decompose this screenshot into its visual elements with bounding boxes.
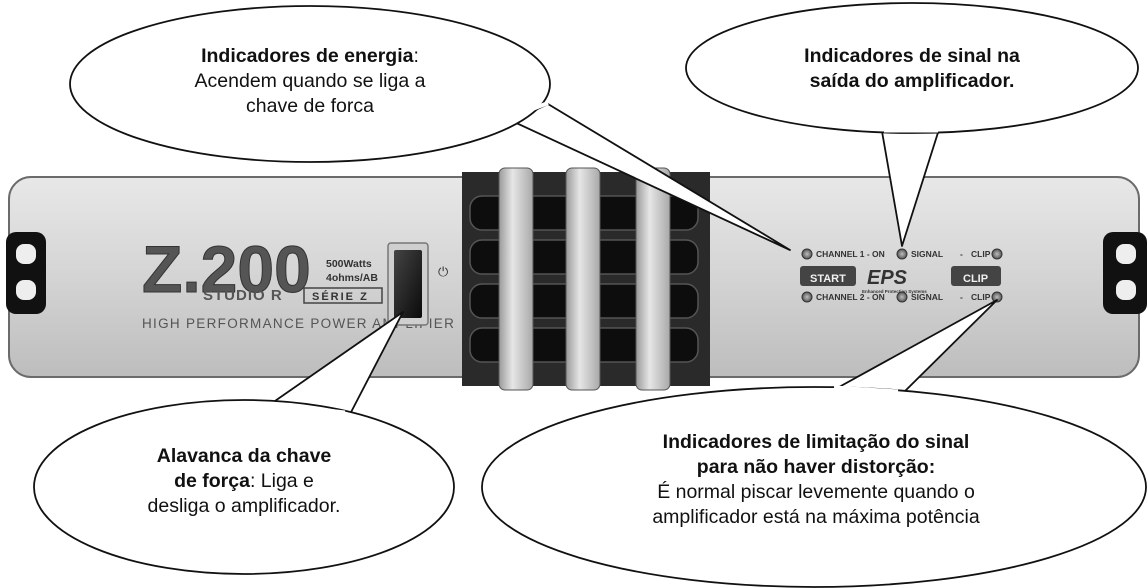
channel-2-on-led: [801, 291, 813, 303]
center-grille: [462, 167, 710, 391]
ch1-on-label: CHANNEL 1 - ON: [816, 249, 885, 259]
ch2-clip-label: CLIP: [971, 292, 991, 302]
channel-1-clip-led: [991, 248, 1003, 260]
energy-callout-text: Indicadores de energia: Acendem quando s…: [160, 44, 460, 119]
series-badge: SÉRIE Z: [312, 290, 369, 303]
clip-badge: CLIP: [963, 273, 988, 285]
channel-1-signal-led: [896, 248, 908, 260]
model-line: STUDIO R: [203, 287, 283, 304]
limit-line3: É normal piscar levemente quando o: [657, 481, 975, 503]
power-symbol-icon: ⏻: [438, 264, 448, 279]
energy-colon: :: [413, 45, 419, 67]
channel-2-clip-led: [991, 291, 1003, 303]
energy-line3: chave de forca: [246, 95, 374, 117]
eps-logo: EPS: [867, 267, 908, 289]
brand-logo: Z.200: [142, 232, 311, 306]
panel-subtitle: HIGH PERFORMANCE POWER AMPLIFIER: [142, 316, 455, 331]
lever-callout-text: Alavanca da chave de força: Liga e desli…: [94, 444, 394, 519]
clip-badge-bg: [951, 266, 1001, 286]
power-spec-line1: 500Watts: [326, 258, 372, 270]
ch1-signal-label: SIGNAL: [911, 249, 943, 259]
signal-callout-text: Indicadores de sinal na saída do amplifi…: [762, 44, 1062, 94]
limit-callout-text: Indicadores de limitação do sinal para n…: [566, 430, 1066, 530]
ch2-signal-label: SIGNAL: [911, 292, 943, 302]
limit-line1: Indicadores de limitação do sinal: [662, 431, 970, 453]
callout-lever: [33, 311, 455, 575]
limit-line2: para não haver distorção:: [696, 456, 936, 478]
series-badge-frame: [303, 287, 383, 304]
signal-line1: Indicadores de sinal na: [804, 45, 1020, 67]
callout-limit: [481, 299, 1147, 588]
power-switch-lever[interactable]: [394, 250, 422, 318]
callout-signal: [685, 2, 1139, 247]
start-badge: START: [810, 273, 846, 285]
channel-1-on-led: [801, 248, 813, 260]
ch2-on-label: CHANNEL 2 - ON: [816, 292, 885, 302]
grille-bars: [498, 167, 671, 391]
callout-energy: [69, 5, 791, 251]
right-rack-ear: [1103, 232, 1147, 314]
channel-2-signal-led: [896, 291, 908, 303]
lever-bold2: de força: [174, 470, 250, 492]
amplifier-front-panel: Z.200 500Watts 4ohms/AB STUDIO R SÉRIE Z…: [6, 167, 1147, 391]
lever-line1: Alavanca da chave: [156, 445, 332, 467]
signal-line2: saída do amplificador.: [809, 70, 1015, 92]
indicator-panel: CHANNEL 1 - ON SIGNAL - CLIP START EPS E…: [800, 248, 1003, 303]
energy-line2: Acendem quando se liga a: [194, 70, 426, 92]
limit-line4: amplificador está na máxima potência: [652, 506, 980, 528]
ch1-dash: -: [960, 249, 963, 259]
power-spec-line2: 4ohms/AB: [326, 272, 378, 284]
left-rack-ear: [6, 232, 46, 314]
ch1-clip-label: CLIP: [971, 249, 991, 259]
start-badge-bg: [800, 266, 856, 286]
lever-line2-rest: : Liga e: [249, 470, 314, 492]
lever-line3: desliga o amplificador.: [147, 495, 341, 517]
eps-subtitle: Enhanced Protection Systems: [862, 289, 927, 294]
energy-title: Indicadores de energia: [201, 45, 414, 67]
ch2-dash: -: [960, 292, 963, 302]
